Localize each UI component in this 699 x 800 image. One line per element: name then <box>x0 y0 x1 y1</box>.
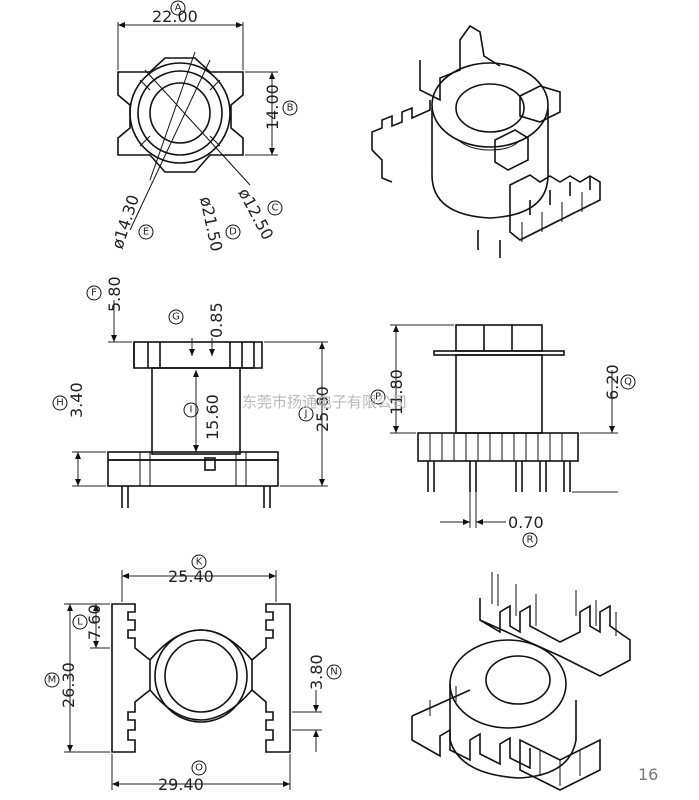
dim-a-value: 22.00 <box>152 7 198 26</box>
dim-c-callout: C <box>272 203 279 214</box>
dim-q-value: 6.20 <box>603 364 622 400</box>
dim-i-callout: I <box>190 405 193 416</box>
dim-p-value: 11.80 <box>387 369 406 415</box>
dim-i-value: 15.60 <box>203 394 222 440</box>
bottom-view: 25.40 K 7.60 L 26.30 M 3.80 N 29.40 O <box>44 554 342 794</box>
company-watermark: 东莞市扬通电子有限公司 <box>242 393 407 411</box>
dim-a-callout: A <box>175 3 182 14</box>
dim-j-value: 25.80 <box>313 386 332 432</box>
dim-h-callout: H <box>56 398 64 409</box>
dim-q-callout: Q <box>624 377 632 388</box>
dim-n-callout: N <box>330 667 337 678</box>
dim-n-value: 3.80 <box>307 654 326 690</box>
dim-j-callout: J <box>304 409 308 420</box>
dim-e-value: ø14.30 <box>108 192 143 251</box>
dim-d-value: ø21.50 <box>196 195 226 253</box>
dim-k-callout: K <box>196 557 203 568</box>
dim-o-callout: O <box>195 763 203 774</box>
isometric-view-bottom <box>411 572 631 791</box>
top-view: 22.00 A 14.00 B ø12.50 C ø21.50 D ø14.30… <box>108 0 298 253</box>
page-number: 16 <box>638 765 658 784</box>
dim-l-value: 7.60 <box>85 604 104 640</box>
dim-d-callout: D <box>229 227 237 238</box>
dim-g-value: 0.85 <box>207 302 226 338</box>
dim-f-callout: F <box>91 288 97 299</box>
dim-m-value: 26.30 <box>59 662 78 708</box>
side-view: 11.80 P 6.20 Q 0.70 R <box>370 324 636 548</box>
front-view: 5.80 F 0.85 G 3.40 H 15.60 I 25.80 J <box>52 276 332 508</box>
dim-r-callout: R <box>527 535 534 546</box>
dim-m-callout: M <box>48 675 57 686</box>
dim-b-value: 14.00 <box>263 84 282 130</box>
dim-e-callout: E <box>143 227 149 238</box>
dim-p-callout: P <box>375 392 381 403</box>
dim-l-callout: L <box>77 617 83 628</box>
dim-k-value: 25.40 <box>168 567 214 586</box>
dim-o-value: 29.40 <box>158 775 204 794</box>
dim-b-callout: B <box>287 103 294 114</box>
dim-r-value: 0.70 <box>508 513 544 532</box>
isometric-view-top <box>371 24 601 258</box>
dim-g-callout: G <box>172 312 180 323</box>
dim-f-value: 5.80 <box>105 276 124 312</box>
dim-h-value: 3.40 <box>67 382 86 418</box>
